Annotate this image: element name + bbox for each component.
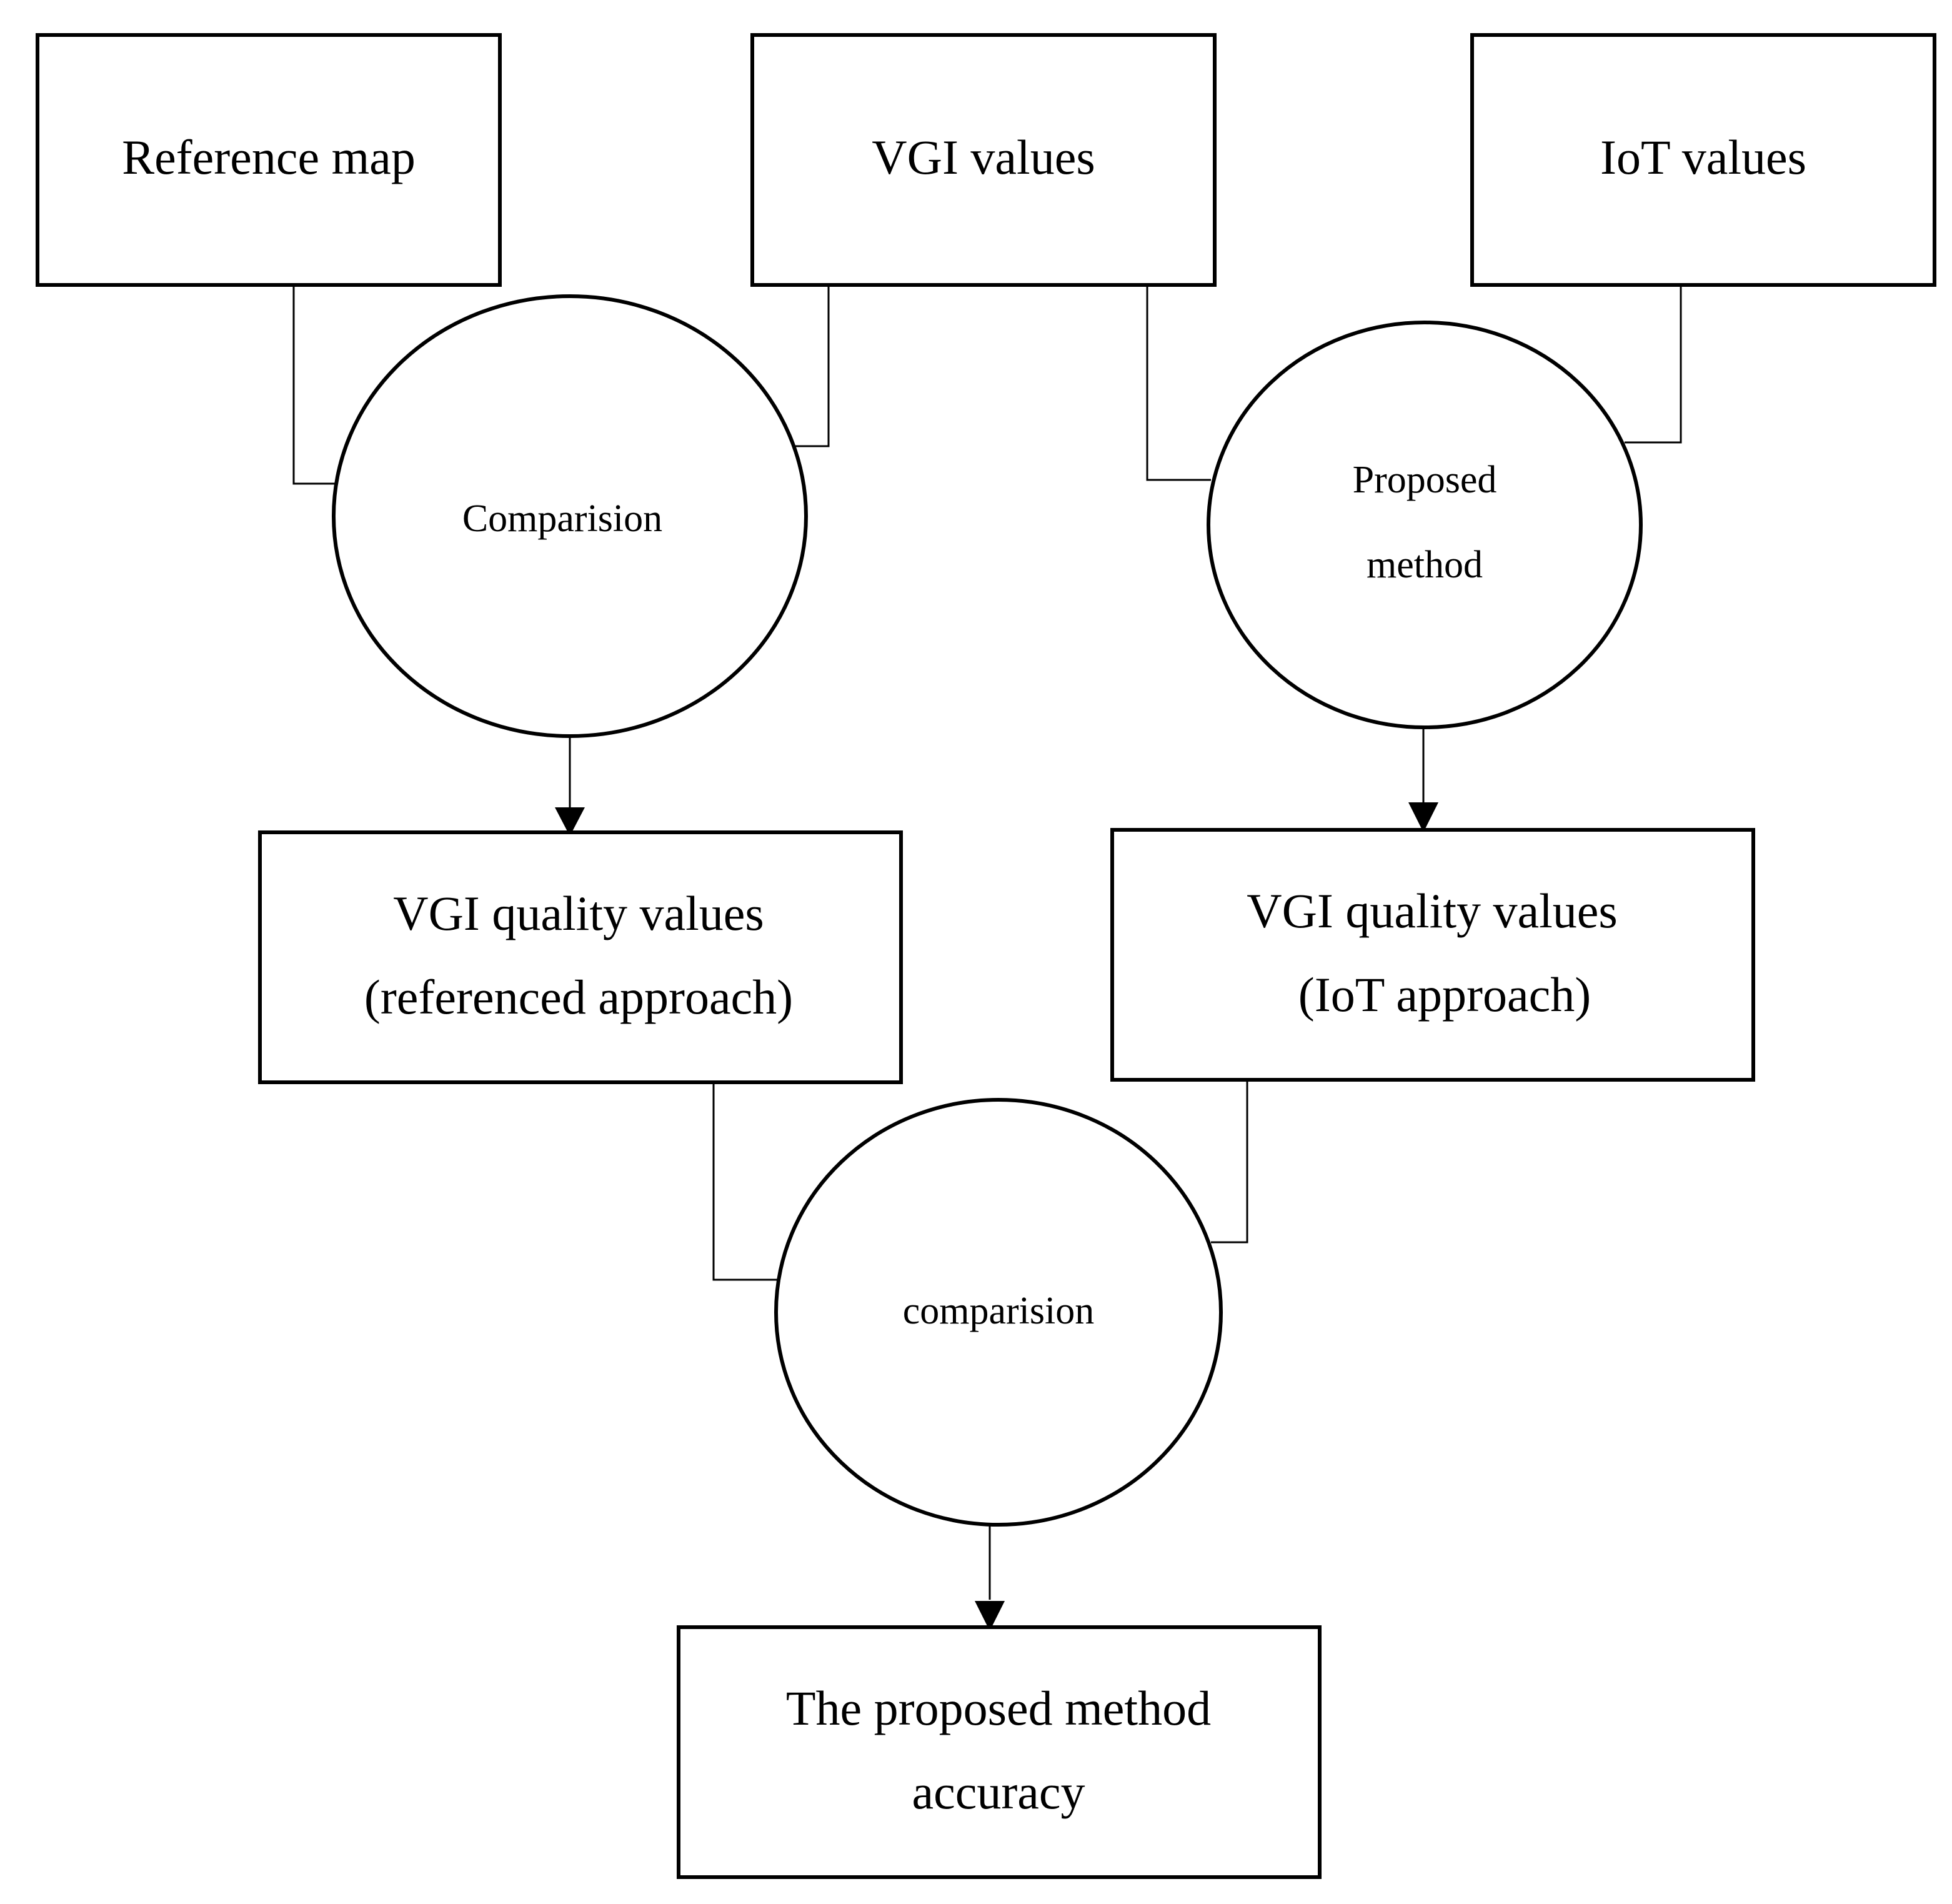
input-box-iot-values: IoT values xyxy=(1470,33,1936,287)
output-box-accuracy: The proposed method accuracy xyxy=(677,1625,1322,1879)
process-label-comparision-bottom: comparision xyxy=(903,1290,1095,1332)
output-box-vgi-quality-referenced: VGI quality values (referenced approach) xyxy=(258,830,903,1084)
output-label-referenced-line2: (referenced approach) xyxy=(364,970,793,1024)
output-box-vgi-quality-iot: VGI quality values (IoT approach) xyxy=(1110,828,1755,1082)
arrowhead-icon xyxy=(555,807,585,836)
output-label-iot-line2: (IoT approach) xyxy=(1298,967,1591,1022)
input-box-vgi-values: VGI values xyxy=(750,33,1217,287)
output-label-referenced-line1: VGI quality values xyxy=(393,886,764,940)
process-label-proposed-line2: method xyxy=(1367,544,1483,586)
input-label-iot-values: IoT values xyxy=(1600,130,1806,184)
process-label-comparision: Comparision xyxy=(462,497,662,540)
output-label-accuracy-line2: accuracy xyxy=(912,1765,1085,1819)
arrows xyxy=(555,727,1438,1631)
connector-vgi-to-proposed xyxy=(1146,285,1211,481)
process-label-proposed-line1: Proposed xyxy=(1353,459,1497,501)
input-label-reference-map: Reference map xyxy=(122,130,416,184)
process-node-proposed-method: Proposed method xyxy=(1207,321,1643,729)
output-label-accuracy-line1: The proposed method xyxy=(786,1681,1211,1735)
arrowhead-icon xyxy=(1408,802,1438,832)
output-label-iot-line1: VGI quality values xyxy=(1247,884,1618,938)
connector-iot-to-proposed xyxy=(1625,280,1835,444)
process-node-comparision: Comparision xyxy=(332,294,808,738)
process-node-comparision-bottom: comparision xyxy=(774,1098,1223,1527)
arrowhead-icon xyxy=(975,1601,1005,1631)
input-box-reference-map: Reference map xyxy=(36,33,502,287)
input-label-vgi-values: VGI values xyxy=(872,130,1095,184)
connector-vgi-to-comparision xyxy=(795,285,830,447)
connector-referenced-to-comparision xyxy=(712,1084,777,1281)
connector-iot-quality-to-comparision xyxy=(1211,1081,1248,1244)
